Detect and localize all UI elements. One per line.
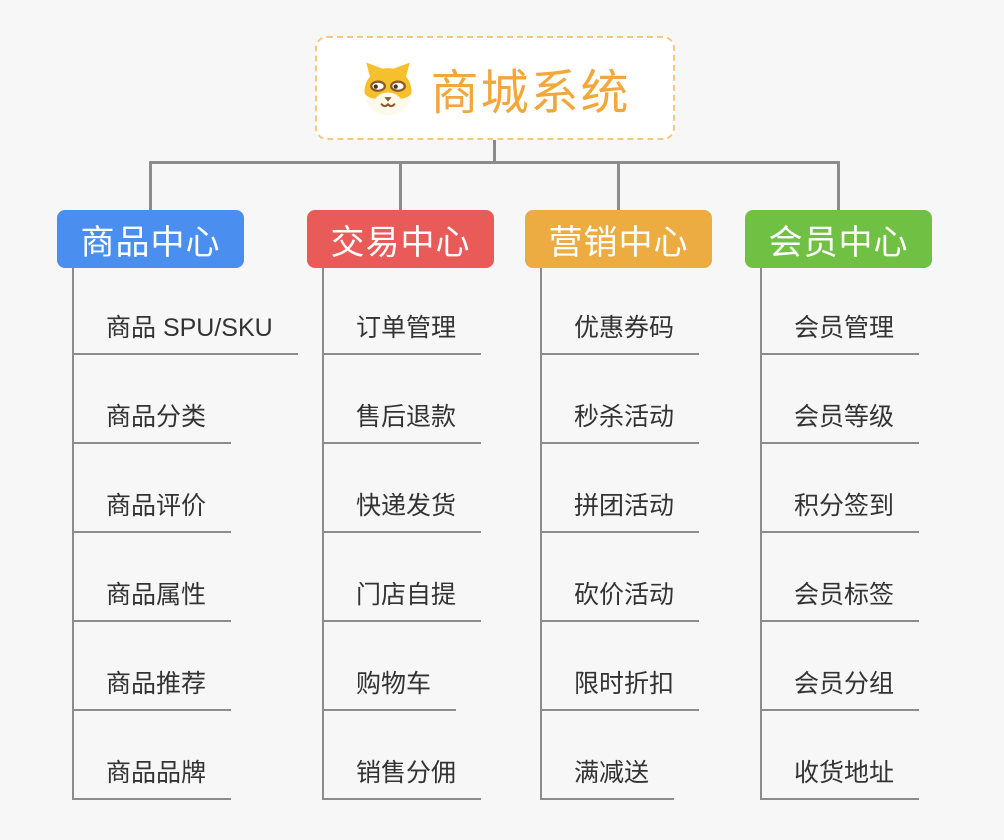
- leaf-node[interactable]: 会员标签: [760, 533, 920, 622]
- leaf-node[interactable]: 会员分组: [760, 622, 920, 711]
- branch-drop-connector: [149, 161, 152, 210]
- branch-body-2: 优惠券码秒杀活动拼团活动砍价活动限时折扣满减送: [540, 268, 700, 800]
- leaf-node[interactable]: 快递发货: [322, 444, 482, 533]
- branch-drop-connector: [399, 161, 402, 210]
- leaf-node[interactable]: 售后退款: [322, 355, 482, 444]
- leaf-node[interactable]: 商品分类: [72, 355, 232, 444]
- dog-icon: [364, 62, 413, 116]
- leaf-node[interactable]: 满减送: [540, 711, 675, 800]
- leaf-node[interactable]: 砍价活动: [540, 533, 700, 622]
- leaf-node[interactable]: 会员管理: [760, 268, 920, 355]
- leaf-node[interactable]: 拼团活动: [540, 444, 700, 533]
- leaf-node[interactable]: 会员等级: [760, 355, 920, 444]
- leaf-node[interactable]: 秒杀活动: [540, 355, 700, 444]
- leaf-node[interactable]: 收货地址: [760, 711, 920, 800]
- branch-label: 会员中心: [768, 223, 909, 262]
- leaf-node[interactable]: 商品评价: [72, 444, 232, 533]
- branch-trunk-connector: [760, 268, 762, 800]
- branch-trunk-connector: [322, 268, 324, 800]
- branch-trunk-connector: [72, 268, 74, 800]
- root-title: 商城系统: [430, 67, 631, 120]
- branch-drop-connector: [617, 161, 620, 210]
- root-node[interactable]: 商城系统: [315, 36, 675, 140]
- leaf-node[interactable]: 优惠券码: [540, 268, 700, 355]
- leaf-node[interactable]: 限时折扣: [540, 622, 700, 711]
- branch-label: 交易中心: [330, 223, 471, 262]
- leaf-node[interactable]: 销售分佣: [322, 711, 482, 800]
- branch-body-1: 订单管理售后退款快递发货门店自提购物车销售分佣: [322, 268, 482, 800]
- branch-label: 营销中心: [548, 223, 689, 262]
- branch-node-0[interactable]: 商品中心: [57, 210, 244, 268]
- branch-bus-connector: [149, 161, 840, 164]
- leaf-node[interactable]: 商品属性: [72, 533, 232, 622]
- leaf-node[interactable]: 商品品牌: [72, 711, 232, 800]
- leaf-node[interactable]: 购物车: [322, 622, 457, 711]
- root-connector: [493, 140, 496, 164]
- branch-drop-connector: [837, 161, 840, 210]
- leaf-node[interactable]: 商品推荐: [72, 622, 232, 711]
- leaf-node[interactable]: 订单管理: [322, 268, 482, 355]
- branch-node-3[interactable]: 会员中心: [745, 210, 932, 268]
- branch-node-2[interactable]: 营销中心: [525, 210, 712, 268]
- leaf-node[interactable]: 门店自提: [322, 533, 482, 622]
- branch-node-1[interactable]: 交易中心: [307, 210, 494, 268]
- branch-trunk-connector: [540, 268, 542, 800]
- leaf-node[interactable]: 积分签到: [760, 444, 920, 533]
- branch-label: 商品中心: [80, 223, 221, 262]
- leaf-node[interactable]: 商品 SPU/SKU: [72, 268, 298, 355]
- branch-body-3: 会员管理会员等级积分签到会员标签会员分组收货地址: [760, 268, 920, 800]
